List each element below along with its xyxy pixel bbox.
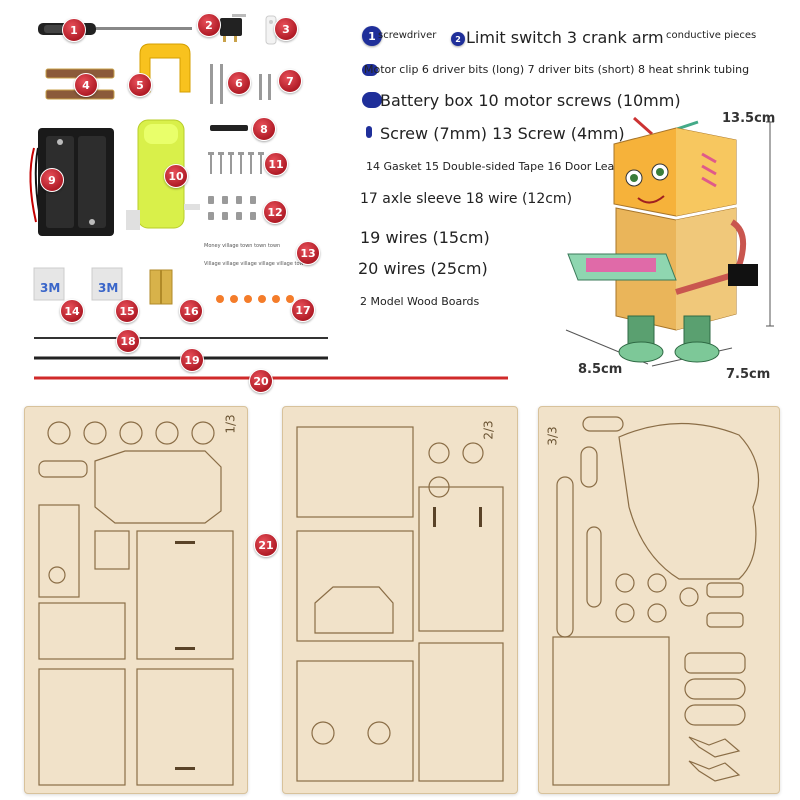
legend-line-8: 17 axle sleeve 18 wire (12cm): [360, 191, 573, 207]
dimension-width: 8.5cm: [578, 362, 623, 377]
board-label-1: 1/3: [223, 414, 238, 434]
driver-bits-long-image: [210, 64, 223, 104]
legend-line-5: Battery box 10 motor screws (10mm): [380, 91, 681, 110]
axle-sleeves-image: [216, 295, 294, 303]
legend-line-3: conductive pieces: [666, 30, 757, 41]
badge-20: 20: [249, 369, 273, 393]
screwdriver-image: [38, 23, 192, 35]
badge-16: 16: [179, 299, 203, 323]
legend-line-7: 14 Gasket 15 Double-sided Tape 16 Door L…: [366, 160, 619, 173]
label-13-line-1: Money village town town town: [204, 243, 281, 249]
legend-marker-blob-9: [362, 92, 382, 108]
badge-2: 2: [197, 13, 221, 37]
badge-13: 13: [296, 241, 320, 265]
legend-line-4: Motor clip 6 driver bits (long) 7 driver…: [364, 63, 750, 76]
battery-box-image: [29, 128, 114, 236]
heat-shrink-tubing-image: [210, 125, 248, 131]
badge-4: 4: [74, 73, 98, 97]
badge-5: 5: [128, 73, 152, 97]
badge-15: 15: [115, 299, 139, 323]
screws-7mm-image: [208, 152, 264, 174]
label-13-line-2: Village village village village village …: [204, 261, 304, 267]
badge-9: 9: [40, 168, 64, 192]
legend-marker-blob-5: [362, 64, 378, 76]
legend-line-6: Screw (7mm) 13 Screw (4mm): [380, 124, 625, 143]
legend-marker-blob-12: [366, 126, 372, 138]
assembled-robot-image: [565, 116, 774, 367]
wood-board-2: 2/3: [282, 406, 518, 794]
badge-8: 8: [252, 117, 276, 141]
badge-10: 10: [164, 164, 188, 188]
badge-1: 1: [62, 18, 86, 42]
legend-line-10: 20 wires (25cm): [358, 259, 488, 278]
dimension-height: 13.5cm: [722, 111, 776, 126]
badge-11: 11: [264, 152, 288, 176]
wood-board-3-cutouts: [552, 416, 760, 786]
legend-marker-1: 1: [362, 26, 382, 46]
badge-17: 17: [291, 298, 315, 322]
limit-switch-image: [220, 14, 246, 42]
wood-board-3: 3/3: [538, 406, 780, 794]
badge-6: 6: [227, 71, 251, 95]
screws-4mm-image: [208, 196, 256, 220]
motor-clip-image: [139, 43, 191, 93]
door-leaf-hinge-image: [149, 269, 173, 305]
legend-line-1: screwdriver: [378, 30, 437, 41]
badge-21: 21: [254, 533, 278, 557]
wire-12cm-image: [34, 337, 328, 339]
board-label-2: 2/3: [481, 420, 496, 440]
board-label-3: 3/3: [545, 426, 560, 446]
legend-line-2: Limit switch 3 crank arm: [466, 28, 664, 47]
badge-12: 12: [263, 200, 287, 224]
badge-3: 3: [274, 17, 298, 41]
badge-7: 7: [278, 69, 302, 93]
wood-board-2-cutouts: [296, 426, 504, 782]
wood-board-1: 1/3: [24, 406, 248, 794]
legend-line-9: 19 wires (15cm): [360, 228, 490, 247]
dimension-depth: 7.5cm: [726, 367, 771, 382]
gasket-image: 3M: [33, 267, 65, 301]
wood-board-1-cutouts: [38, 421, 234, 786]
svg-text:3M: 3M: [98, 281, 118, 295]
badge-14: 14: [60, 299, 84, 323]
legend-line-11: 2 Model Wood Boards: [360, 295, 480, 308]
driver-bits-short-image: [259, 74, 271, 100]
legend-marker-2: 2: [451, 32, 465, 46]
badge-18: 18: [116, 329, 140, 353]
badge-19: 19: [180, 348, 204, 372]
svg-text:3M: 3M: [40, 281, 60, 295]
double-sided-tape-image: 3M: [91, 267, 123, 301]
